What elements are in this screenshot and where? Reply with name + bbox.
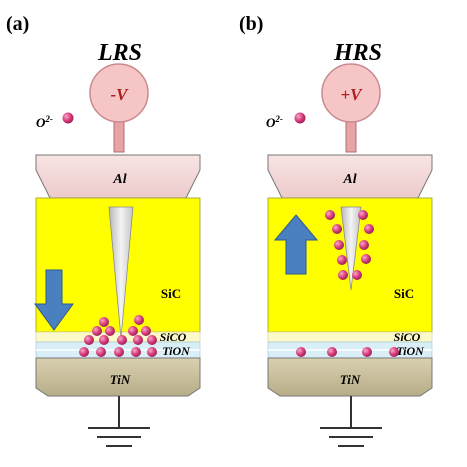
panel-b-ion [359, 240, 369, 250]
panel-b-ion [334, 240, 344, 250]
panel-b-al-label: Al [342, 172, 356, 187]
panel-b-sico-label: SiCO [394, 330, 421, 344]
panel-a-filament [108, 206, 134, 339]
panel-a-tin-label: TiN [110, 372, 131, 387]
panel-a-ion [141, 326, 151, 336]
panel-a-source-stem [113, 119, 125, 153]
panel-b-source-bubble [321, 63, 381, 123]
panel-b: (b) HRS +V O2- Al SiC SiCO TiON TiN [239, 13, 433, 447]
panel-b-source-stem [345, 119, 357, 153]
panel-b-ion [352, 270, 362, 280]
panel-a-ion [99, 335, 109, 345]
panel-b-ion [325, 210, 335, 220]
panel-a-ion [105, 326, 115, 336]
panel-b-ion [362, 347, 372, 357]
panel-b-ion-legend-dot [294, 112, 306, 124]
panel-a-ion [147, 335, 157, 345]
panel-a-sico-label: SiCO [160, 330, 187, 344]
panel-b-ion [338, 270, 348, 280]
panel-a-ion [134, 315, 144, 325]
panel-b-tion-label: TiON [396, 344, 425, 358]
panel-b-ground-icon [320, 396, 382, 447]
panel-b-ion [327, 347, 337, 357]
panel-b-ion-label: O2- [266, 114, 283, 130]
panel-b-ion [337, 255, 347, 265]
panel-a-sic-label: SiC [161, 286, 181, 301]
panel-b-arrow-up-icon [273, 214, 319, 275]
panel-a-arrow-down-icon [34, 269, 74, 331]
panel-a-ion [92, 326, 102, 336]
panel-a-ion [114, 347, 124, 357]
panel-a-ion [147, 347, 157, 357]
panel-b-ions [296, 210, 399, 357]
panel-b-ion [361, 254, 371, 264]
panel-a-tin-layer [35, 357, 201, 397]
panel-a-source-bubble [89, 63, 149, 123]
panel-b-state-label: HRS [333, 40, 382, 66]
panel-b-voltage-label: +V [340, 85, 363, 104]
panel-b-tag: (b) [239, 13, 263, 35]
panel-b-ion [364, 224, 374, 234]
panel-a-ion [79, 347, 89, 357]
panel-a: (a) LRS -V O2- Al SiC SiCO TiON TiN [6, 13, 201, 447]
panel-a-ion [84, 335, 94, 345]
panel-b-ion [389, 347, 399, 357]
panel-b-ion [332, 224, 342, 234]
panel-a-ion-legend-dot [62, 112, 74, 124]
panel-b-tin-layer [267, 357, 433, 397]
panel-a-tag: (a) [6, 13, 29, 35]
panel-b-tin-label: TiN [340, 372, 361, 387]
panel-a-voltage-label: -V [111, 85, 130, 104]
panel-a-ions [79, 315, 157, 357]
panel-a-ion [133, 335, 143, 345]
panel-b-ion [358, 210, 368, 220]
panel-b-ion [296, 347, 306, 357]
panel-a-tion-label: TiON [162, 344, 191, 358]
panel-a-ion [128, 326, 138, 336]
panel-a-al-label: Al [112, 172, 126, 187]
panel-a-ion-label: O2- [36, 114, 53, 130]
panel-a-ion [99, 317, 109, 327]
panel-a-ion [96, 347, 106, 357]
panel-b-sic-label: SiC [394, 286, 414, 301]
panel-a-ion [131, 347, 141, 357]
panel-a-ion [117, 335, 127, 345]
panel-b-filament [340, 206, 362, 291]
panel-a-state-label: LRS [97, 40, 142, 66]
panel-a-ground-icon [88, 396, 150, 447]
